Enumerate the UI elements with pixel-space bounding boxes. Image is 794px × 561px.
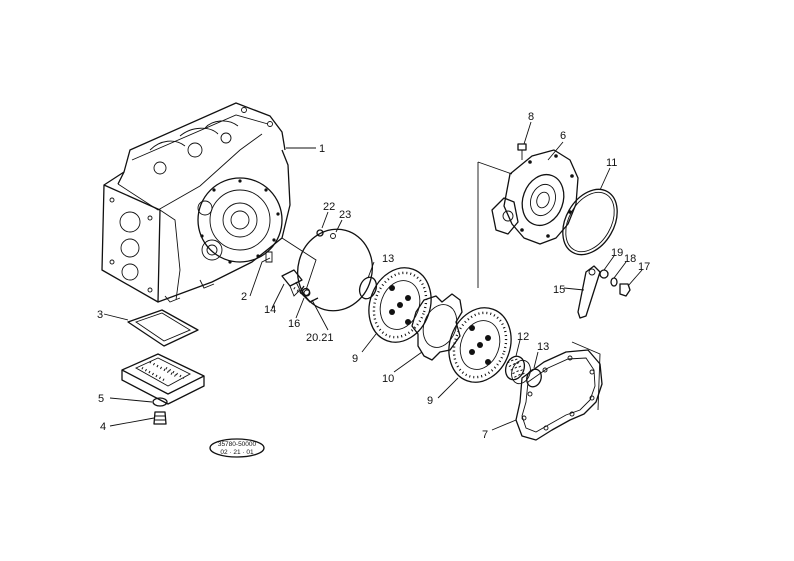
callout-7: 7 [482,429,488,441]
transmission-case [101,102,291,303]
callout-8: 8 [528,111,534,123]
callout-18: 18 [624,253,636,265]
gasket-3 [127,309,199,347]
friction-disc-9-right [448,307,512,383]
callout-16: 16 [288,318,300,330]
washer-18 [610,277,618,287]
part-19 [599,269,609,279]
o-ring-11 [562,188,618,256]
callout-20-21: 20.21 [306,332,334,344]
callout-9-right: 9 [427,395,433,407]
part-14 [281,269,303,287]
callout-2: 2 [241,291,247,303]
bottom-cover-group [121,309,205,425]
reference-stamp: 35780-50000 02 · 21 · 01 [209,438,265,458]
snap-ring-13 [358,276,378,300]
callout-9-left: 9 [352,353,358,365]
callout-numbers: 1 2 3 4 5 6 7 8 9 9 10 11 12 13 13 14 15… [97,111,650,441]
needle-bearing-12 [504,355,531,385]
callout-19: 19 [611,247,623,259]
part-22 [316,229,324,237]
leader-lines [103,121,643,431]
housing-cover-6 [477,149,579,288]
stamp-line-1: 35780-50000 [218,441,257,448]
snap-ring-13-right [526,368,542,388]
stamp-line-2: 02 · 21 · 01 [220,449,254,456]
callout-13-left: 13 [382,253,394,265]
small-parts-left [281,229,336,297]
callout-1: 1 [319,143,325,155]
friction-disc-9-left [368,267,432,343]
callout-6: 6 [560,130,566,142]
steel-plate-10 [411,293,463,361]
callout-12: 12 [517,331,529,343]
callout-11: 11 [606,157,617,169]
callout-14: 14 [264,304,276,316]
callout-5: 5 [98,393,104,405]
nut-17 [619,283,631,297]
bolt-8 [517,143,527,160]
callout-13-right: 13 [537,341,549,353]
callout-10: 10 [382,373,394,385]
washer-5 [152,397,168,407]
callout-22: 22 [323,201,335,213]
callout-3: 3 [97,309,103,321]
cover-gasket-7 [515,341,603,441]
plate-20-21 [297,228,373,312]
drain-plug-4 [153,411,167,425]
callout-23: 23 [339,209,351,221]
lever-15 [577,265,601,319]
part-23 [330,233,336,239]
callout-4: 4 [100,421,106,433]
callout-15: 15 [553,284,565,296]
callout-17: 17 [638,261,650,273]
